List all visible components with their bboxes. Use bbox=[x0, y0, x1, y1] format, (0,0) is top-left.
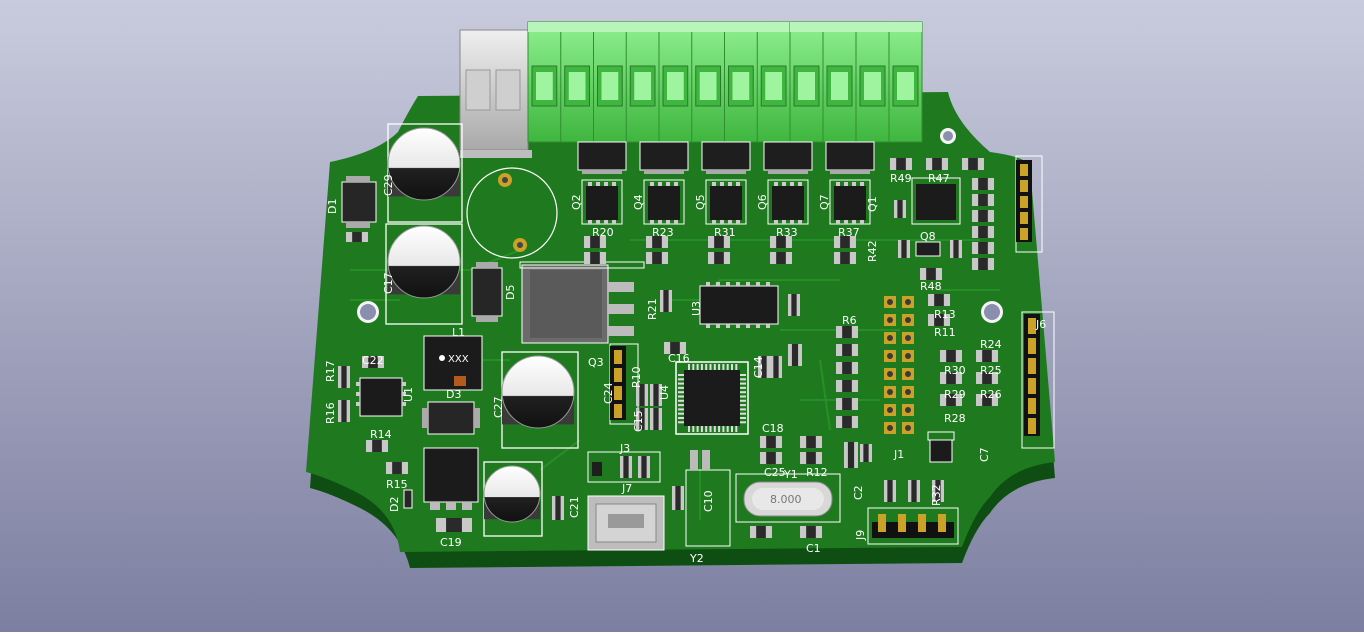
silk-r20: R20 bbox=[592, 226, 614, 239]
silk-d3: D3 bbox=[446, 388, 461, 401]
smd-passives bbox=[338, 158, 998, 538]
silk-d5: D5 bbox=[504, 285, 517, 300]
voltage-regulator bbox=[519, 261, 645, 344]
silk-r6: R6 bbox=[842, 314, 857, 327]
silk-c18: C18 bbox=[762, 422, 784, 435]
silk-r42: R42 bbox=[866, 240, 879, 262]
mosfet-row bbox=[581, 177, 961, 257]
terminal-block-right bbox=[789, 21, 923, 143]
silk-r49: R49 bbox=[890, 172, 912, 185]
microcontroller-qfp bbox=[675, 361, 749, 435]
silk-c29: C29 bbox=[382, 174, 395, 196]
silk-r11: R11 bbox=[934, 326, 956, 339]
u1-ic bbox=[356, 377, 406, 417]
silk-c14: C14 bbox=[752, 356, 765, 378]
silk-r31: R31 bbox=[714, 226, 736, 239]
silk-c15: C15 bbox=[632, 410, 645, 432]
power-diodes bbox=[341, 176, 503, 509]
electrolytic-capacitors bbox=[385, 123, 579, 537]
silk-j6: J6 bbox=[1035, 318, 1046, 331]
soic-14-ic bbox=[699, 282, 779, 328]
usb-connector bbox=[587, 495, 665, 551]
silk-q6: Q6 bbox=[756, 194, 769, 210]
silk-r14: R14 bbox=[370, 428, 392, 441]
crystal-marking: 8.000 bbox=[770, 493, 802, 506]
terminal-block-left bbox=[527, 21, 791, 143]
silk-y2: Y2 bbox=[689, 552, 704, 565]
silk-c1: C1 bbox=[806, 542, 821, 555]
silk-r10: R10 bbox=[630, 366, 643, 388]
silk-j7: J7 bbox=[621, 482, 632, 495]
silk-r37: R37 bbox=[838, 226, 860, 239]
silk-q7: Q7 bbox=[818, 194, 831, 210]
silk-r47: R47 bbox=[928, 172, 950, 185]
silk-c7: C7 bbox=[978, 447, 991, 462]
silk-c27: C27 bbox=[492, 396, 505, 418]
silk-c10: C10 bbox=[702, 490, 715, 512]
silk-q2: Q2 bbox=[570, 194, 583, 210]
silk-q1: Q1 bbox=[866, 196, 879, 212]
silk-q4: Q4 bbox=[632, 194, 645, 210]
silk-q8: Q8 bbox=[920, 230, 936, 243]
silk-r48: R48 bbox=[920, 280, 942, 293]
silk-r13: R13 bbox=[934, 308, 956, 321]
silk-r30: R30 bbox=[944, 364, 966, 377]
silk-u3: U3 bbox=[690, 301, 703, 316]
silk-r26: R26 bbox=[980, 388, 1002, 401]
power-inductor: XXX bbox=[423, 335, 483, 391]
silk-c17: C17 bbox=[382, 272, 395, 294]
silk-c24: C24 bbox=[602, 382, 615, 404]
silk-c21: C21 bbox=[568, 496, 581, 518]
silk-q5: Q5 bbox=[694, 194, 707, 210]
silk-r32: R32 bbox=[930, 484, 943, 506]
svg-text:XXX: XXX bbox=[448, 354, 469, 365]
silk-r15: R15 bbox=[386, 478, 408, 491]
pin-headers bbox=[587, 155, 1055, 545]
silk-q3: Q3 bbox=[588, 356, 604, 369]
silk-r16: R16 bbox=[324, 402, 337, 424]
silk-r33: R33 bbox=[776, 226, 798, 239]
silk-c16: C16 bbox=[668, 352, 690, 365]
silk-r23: R23 bbox=[652, 226, 674, 239]
silk-r28: R28 bbox=[944, 412, 966, 425]
silk-d1: D1 bbox=[326, 199, 339, 214]
silk-r25: R25 bbox=[980, 364, 1002, 377]
silk-y1: Y1 bbox=[783, 468, 798, 481]
silk-j9: J9 bbox=[854, 530, 867, 541]
silk-c2: C2 bbox=[852, 485, 865, 500]
grey-connector bbox=[459, 29, 532, 158]
silk-r29: R29 bbox=[944, 388, 966, 401]
mounting-holes bbox=[357, 128, 1003, 323]
silk-u1: U1 bbox=[402, 387, 415, 402]
silk-l1: L1 bbox=[452, 326, 465, 339]
silk-r24: R24 bbox=[980, 338, 1002, 351]
silk-j1: J1 bbox=[893, 448, 904, 461]
bottom-regulator bbox=[423, 447, 479, 510]
silk-r17: R17 bbox=[324, 360, 337, 382]
pcb-board bbox=[306, 92, 1055, 552]
silk-u4: U4 bbox=[658, 385, 671, 400]
silk-d2: D2 bbox=[388, 497, 401, 512]
oscillator-y2 bbox=[685, 450, 731, 547]
silk-c22: C22 bbox=[362, 354, 384, 367]
silk-j3: J3 bbox=[619, 442, 630, 455]
silk-r12: R12 bbox=[806, 466, 828, 479]
diode-row bbox=[577, 141, 875, 174]
crystal-y1: 8.000 bbox=[735, 473, 841, 523]
silk-c19: C19 bbox=[440, 536, 462, 549]
silk-r21: R21 bbox=[646, 298, 659, 320]
silk-c25: C25 bbox=[764, 466, 786, 479]
